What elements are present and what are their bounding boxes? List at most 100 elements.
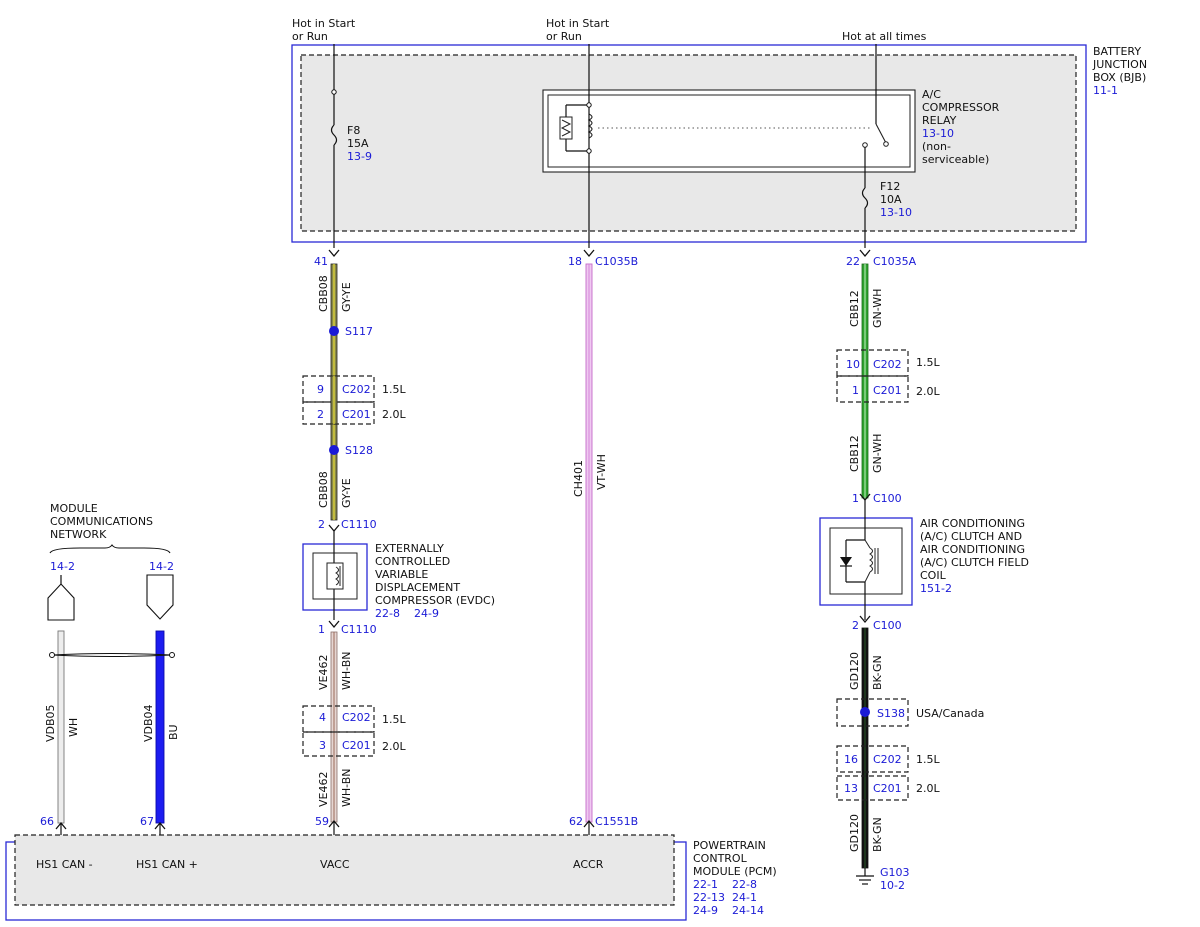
pcm-module [5, 834, 687, 921]
connector-c1551b: C1551B [595, 815, 638, 828]
network-connector-left [47, 575, 75, 621]
pcm-ref-1: 22-1 [693, 878, 718, 891]
wire-vdb04-color: BU [167, 724, 180, 740]
pcm-pin-hs1-can-minus: HS1 CAN - [36, 858, 93, 871]
relay-label-4: (non- [922, 140, 951, 153]
connector-c201-b: C201 [342, 739, 371, 752]
wire-ch401 [585, 263, 593, 823]
evdc-label-5: COMPRESSOR (EVDC) [375, 594, 495, 607]
evdc-component [302, 531, 368, 620]
connector-c201-box-c [836, 375, 909, 403]
pin-c201-d: 13 [844, 782, 858, 795]
pin-62: 62 [569, 815, 583, 828]
wire-cbb08-a-color: GY-YE [340, 282, 353, 312]
pin-c1110-a: 2 [318, 518, 325, 531]
note-c202-c: 1.5L [916, 356, 940, 369]
bjb-label-2: JUNCTION [1092, 58, 1147, 71]
splice-s138-box [836, 698, 909, 727]
relay-label-1: A/C [922, 88, 941, 101]
connector-c1035a: C1035A [873, 255, 917, 268]
wire-cbb12-a-code: CBB12 [848, 290, 861, 327]
connector-c201-box-b [302, 731, 375, 757]
splice-s117-label: S117 [345, 325, 373, 338]
wire-ve462 [330, 631, 338, 823]
twisted-pair-mark [51, 653, 173, 657]
wire-cbb12 [861, 263, 869, 499]
pin-c202-c: 10 [846, 358, 860, 371]
wire-cbb12-b-code: CBB12 [848, 435, 861, 472]
splice-s117 [329, 326, 339, 336]
ac-clutch-coil [819, 500, 913, 620]
fuse-f8-ref: 13-9 [347, 150, 372, 163]
wire-vdb04 [155, 630, 165, 824]
pin-c201-b: 3 [319, 739, 326, 752]
relay-label-3: RELAY [922, 114, 957, 127]
clutch-label-5: COIL [920, 569, 947, 582]
connector-c1110-a: C1110 [341, 518, 377, 531]
connector-c201-box-d [836, 775, 909, 801]
connector-c201-d: C201 [873, 782, 902, 795]
note-c202-a: 1.5L [382, 383, 406, 396]
pin-c202-b: 4 [319, 711, 326, 724]
connector-c100-b: C100 [873, 619, 902, 632]
note-c201-c: 2.0L [916, 385, 940, 398]
pcm-ref-3: 22-13 [693, 891, 725, 904]
pin-18: 18 [568, 255, 582, 268]
evdc-label-1: EXTERNALLY [375, 542, 444, 555]
connector-c201-box-a [302, 401, 375, 425]
splice-s138-note: USA/Canada [916, 707, 984, 720]
wire-vdb05 [57, 630, 65, 824]
network-label-1: MODULE [50, 502, 98, 515]
evdc-ref-2: 24-9 [414, 607, 439, 620]
clutch-label-2: (A/C) CLUTCH AND [920, 530, 1022, 543]
note-c201-a: 2.0L [382, 408, 406, 421]
connector-c100-a: C100 [873, 492, 902, 505]
connector-c201-a: C201 [342, 408, 371, 421]
wire-gd120-b-color: BK-GN [871, 817, 884, 852]
relay-ref: 13-10 [922, 127, 954, 140]
mid-feed [583, 44, 595, 258]
f12-circuit [859, 44, 877, 258]
network-connector-right [146, 574, 174, 620]
feed-mid-2: or Run [546, 30, 582, 43]
splice-s138-label: S138 [877, 707, 905, 720]
fuse-f12-amp: 10A [880, 193, 902, 206]
ac-compressor-relay [542, 89, 916, 173]
wire-cbb08-b-color: GY-YE [340, 478, 353, 508]
wire-cbb08-a-code: CBB08 [317, 275, 330, 312]
evdc-label-3: VARIABLE [375, 568, 428, 581]
splice-s128-label: S128 [345, 444, 373, 457]
fuse-f12-name: F12 [880, 180, 900, 193]
feed-right: Hot at all times [842, 30, 927, 43]
connector-c202-d: C202 [873, 753, 902, 766]
feed-left-1: Hot in Start [292, 17, 356, 30]
wire-vdb04-code: VDB04 [142, 704, 155, 742]
pcm-pin-accr: ACCR [573, 858, 604, 871]
wire-cbb12-b-color: GN-WH [871, 434, 884, 473]
pcm-ref-4: 24-1 [732, 891, 757, 904]
pin-c100-b: 2 [852, 619, 859, 632]
pin-c1110-b: 1 [318, 623, 325, 636]
wire-cbb12-a-color: GN-WH [871, 289, 884, 328]
fuse-f8-amp: 15A [347, 137, 369, 150]
pin-67: 67 [140, 815, 154, 828]
note-c202-d: 1.5L [916, 753, 940, 766]
feed-mid-1: Hot in Start [546, 17, 610, 30]
wire-ve462-b-color: WH-BN [340, 769, 353, 808]
connector-c202-b: C202 [342, 711, 371, 724]
wire-ch401-color: VT-WH [595, 454, 608, 490]
pcm-ref-5: 24-9 [693, 904, 718, 917]
bjb-label-3: BOX (BJB) [1093, 71, 1146, 84]
wire-ve462-a-code: VE462 [317, 655, 330, 690]
network-ref-right: 14-2 [149, 560, 174, 573]
connector-c202-box-d [836, 745, 909, 773]
connector-c1110-b: C1110 [341, 623, 377, 636]
wire-gd120-a-color: BK-GN [871, 655, 884, 690]
wire-ch401-code: CH401 [572, 460, 585, 497]
wire-vdb05-color: WH [67, 718, 80, 737]
ground-name: G103 [880, 866, 910, 879]
note-c201-d: 2.0L [916, 782, 940, 795]
pcm-label-1: POWERTRAIN [693, 839, 766, 852]
network-label-3: NETWORK [50, 528, 107, 541]
